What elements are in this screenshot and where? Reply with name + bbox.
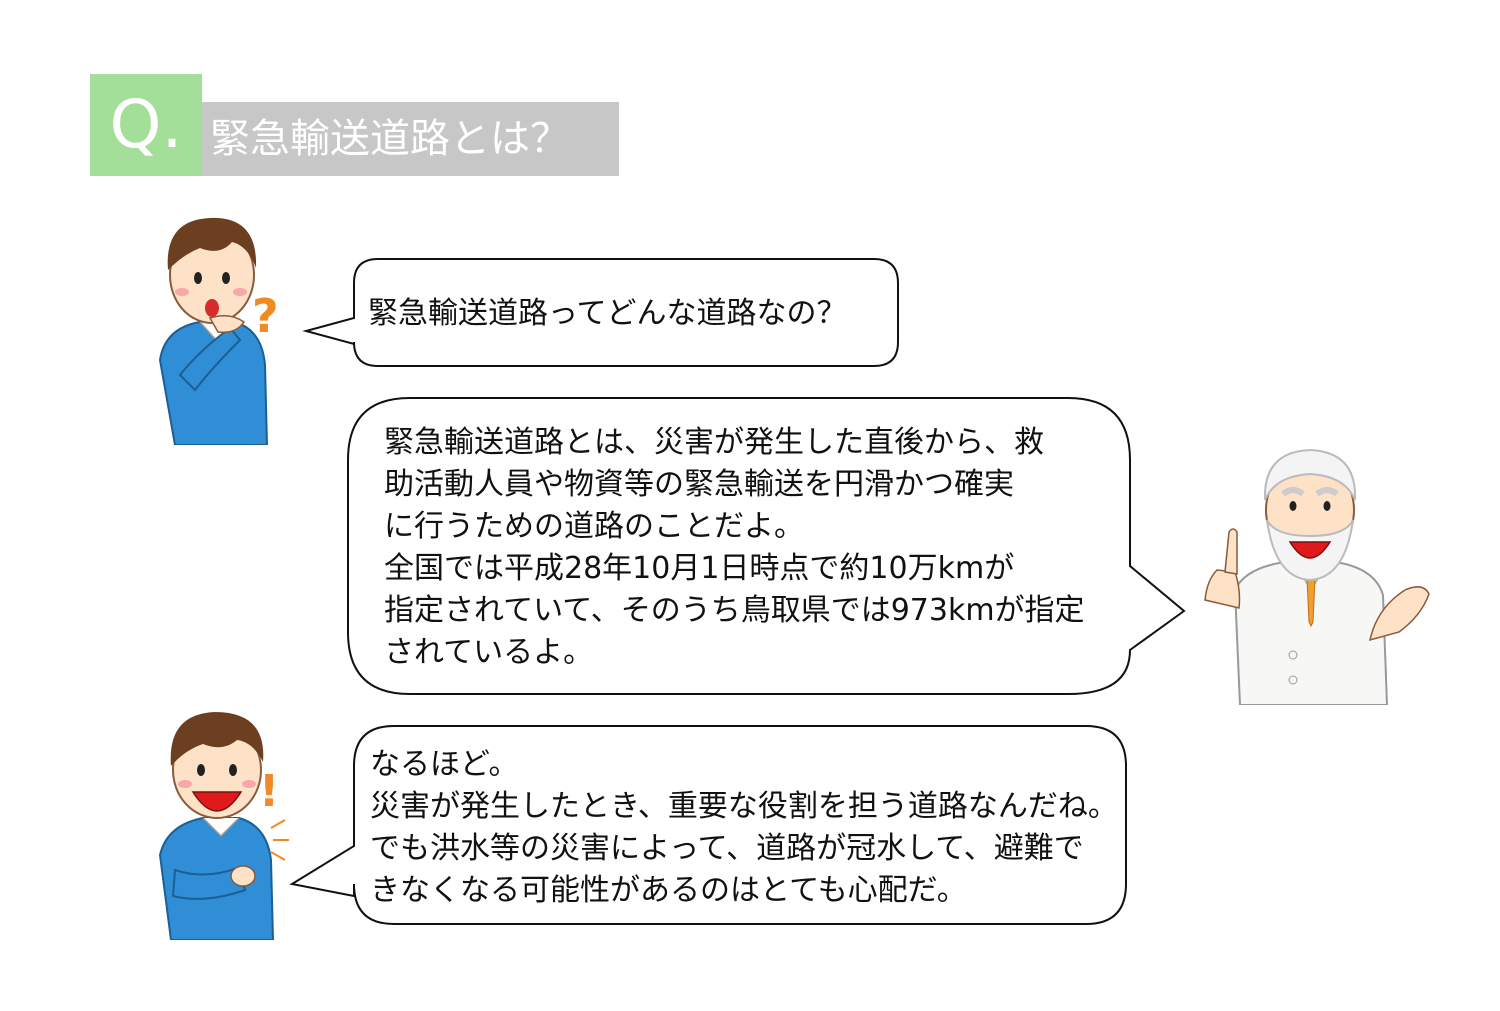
boy-thinking-figure: ? <box>158 217 279 445</box>
answer-text: 緊急輸送道路とは、災害が発生した直後から、救 助活動人員や物資等の緊急輸送を円滑… <box>384 422 1085 674</box>
answer-line: されているよ。 <box>384 635 594 670</box>
reply-line: 災害が発生したとき、重要な役割を担う道路なんだね。 <box>370 789 1118 824</box>
answer-line: 指定されていて、そのうち鳥取県では973kmが指定 <box>384 593 1085 628</box>
reply-line: きなくなる可能性があるのはとても心配だ。 <box>370 873 967 908</box>
question-text: 緊急輸送道路ってどんな道路なの？ <box>368 296 847 331</box>
q-label: Q. <box>90 74 202 176</box>
answer-line: 助活動人員や物資等の緊急輸送を円滑かつ確実 <box>384 467 1014 502</box>
reply-bubble <box>289 725 1127 925</box>
reply-text: なるほど。 災害が発生したとき、重要な役割を担う道路なんだね。 でも洪水等の災害… <box>370 744 1118 912</box>
answer-line: 全国では平成28年10月1日時点で約10万kmが <box>384 551 1015 586</box>
professor-figure <box>1204 448 1430 705</box>
boy-surprised-figure: ! <box>158 712 289 940</box>
question-mark-icon: ? <box>252 289 279 343</box>
question-bubble <box>302 258 899 367</box>
reply-line: でも洪水等の災害によって、道路が冠水して、避難で <box>370 831 1084 866</box>
exclamation-icon: ! <box>259 766 279 817</box>
page-title: 緊急輸送道路とは？ <box>202 102 619 176</box>
answer-line: 緊急輸送道路とは、災害が発生した直後から、救 <box>384 425 1044 460</box>
answer-bubble <box>347 397 1186 695</box>
answer-line: に行うための道路のことだよ。 <box>384 509 804 544</box>
reply-line: なるほど。 <box>370 747 519 782</box>
